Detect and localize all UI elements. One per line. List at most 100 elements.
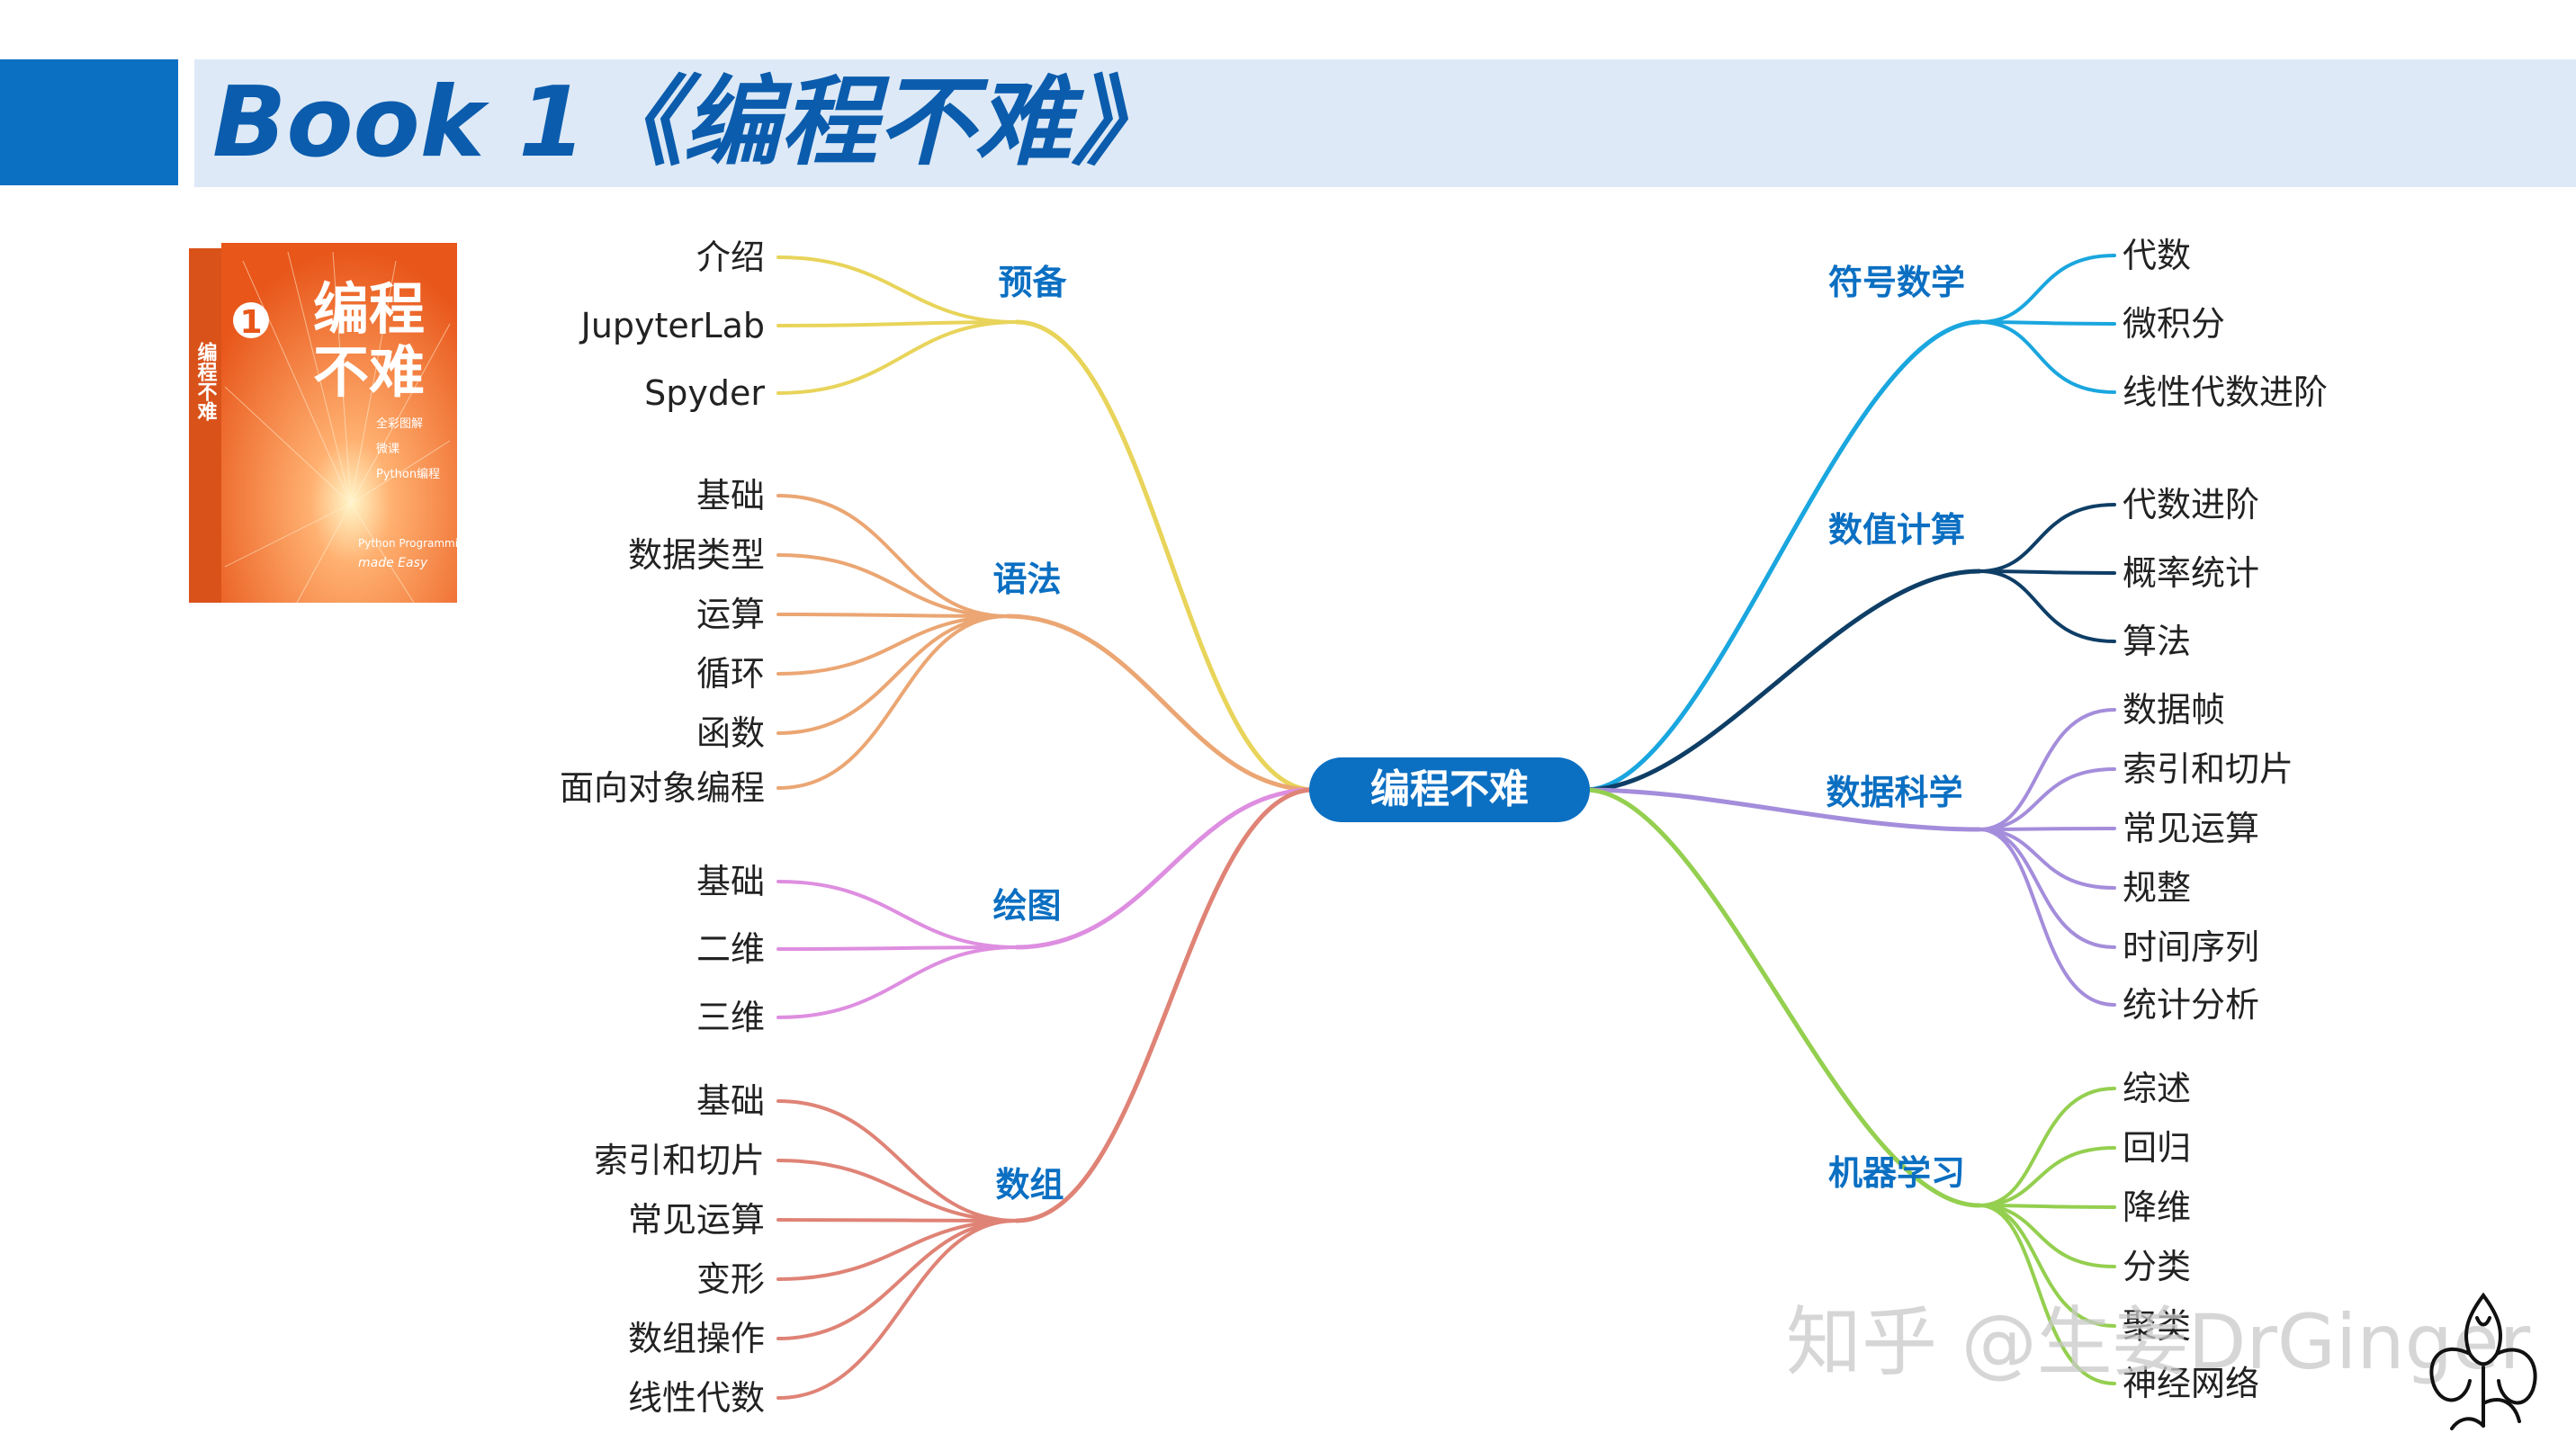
branch-label-machine-learning: 机器学习 (1827, 1153, 1965, 1193)
leaf-connector (1978, 1146, 2116, 1207)
leaf-connector (776, 1218, 1019, 1223)
leaf-plot-3d: 三维 (696, 998, 765, 1037)
book-cover-image: 1 编程 不难 编程不难 全彩图解 微课 Python编程 Python Pro… (189, 243, 457, 603)
branch-label-symbolic-math: 符号数学 (1827, 263, 1965, 302)
leaf-connector (1978, 320, 2116, 326)
leaf-ml-clustering: 聚类 (2123, 1306, 2192, 1346)
branch-label-syntax: 语法 (992, 560, 1062, 599)
leaf-connector (1978, 503, 2116, 573)
leaf-sym-algebra: 代数 (2123, 236, 2192, 275)
leaf-connector (776, 553, 1010, 618)
leaf-ds-statistical-analysis: 统计分析 (2123, 985, 2260, 1025)
branch-label-plotting: 绘图 (992, 886, 1062, 926)
leaf-sym-calculus: 微积分 (2123, 304, 2226, 344)
leaf-ml-classification: 分类 (2123, 1247, 2192, 1286)
leaf-syntax-loops: 循环 (696, 654, 765, 694)
branch-connector (1014, 787, 1316, 950)
leaf-syntax-data-types: 数据类型 (627, 535, 765, 575)
branch-connector (1583, 319, 1982, 793)
leaf-syntax-operations: 运算 (696, 595, 765, 634)
branch-connector (1014, 319, 1316, 793)
leaf-connector (1978, 1204, 2116, 1328)
cover-title-line2: 不难 (313, 339, 425, 405)
branch-label-arrays: 数组 (995, 1165, 1064, 1205)
leaf-plot-basics: 基础 (696, 862, 765, 901)
leaf-connector (1978, 1204, 2116, 1209)
title-bar (194, 59, 2576, 187)
leaf-connector (1978, 1204, 2116, 1385)
leaf-prep-spyder: Spyder (644, 373, 765, 413)
leaf-connector (776, 255, 1019, 324)
branch-connector (1583, 569, 1982, 793)
leaf-connector (776, 945, 1019, 951)
cover-spine-text: 编程不难 (194, 341, 219, 422)
leaf-syntax-functions: 函数 (696, 713, 765, 753)
leaf-connector (1978, 1087, 2116, 1207)
leaf-connector (1978, 320, 2116, 394)
cover-feature-2: 微课 (376, 443, 399, 456)
leaf-connector (1978, 254, 2116, 324)
leaf-connector (776, 1219, 1019, 1281)
leaf-ds-common-ops: 常见运算 (2123, 809, 2260, 848)
leaf-connector (1978, 828, 2116, 949)
page-title: Book 1《编程不难》 (212, 67, 1170, 179)
leaf-num-algorithms: 算法 (2123, 622, 2192, 661)
leaf-connector (776, 320, 1019, 327)
leaf-connector (1978, 828, 2116, 890)
title-accent-block (0, 59, 178, 185)
leaf-array-manipulation: 数组操作 (627, 1319, 765, 1358)
branch-connector (1583, 787, 1982, 832)
branch-connector (1014, 787, 1316, 1223)
leaf-num-probability-statistics: 概率统计 (2123, 553, 2260, 593)
cover-number: 1 (239, 304, 262, 341)
leaf-ml-neural-networks: 神经网络 (2123, 1364, 2260, 1403)
leaf-connector (776, 1219, 1019, 1400)
leaf-connector (776, 1219, 1019, 1340)
leaf-connector (776, 614, 1010, 676)
cover-brand-text: made Easy (358, 556, 428, 570)
leaf-ml-regression: 回归 (2123, 1128, 2192, 1168)
leaf-connector (776, 320, 1019, 395)
iris-logo-icon (2429, 1292, 2537, 1430)
leaf-connector (776, 614, 1010, 735)
branch-connector (1583, 787, 1982, 1208)
leaf-ds-dataframe: 数据帧 (2123, 690, 2226, 730)
cover-subtitle-en: Python Programming (358, 537, 457, 550)
leaf-ml-overview: 综述 (2123, 1069, 2192, 1108)
leaf-prep-intro: 介绍 (696, 237, 765, 277)
watermark: 知乎 @生姜DrGinger (1786, 1298, 2531, 1386)
leaf-array-common-ops: 常见运算 (627, 1200, 765, 1240)
leaf-connector (776, 494, 1010, 618)
leaf-connector (776, 1159, 1019, 1223)
leaf-array-basics: 基础 (696, 1081, 765, 1121)
cover-title-line1: 编程 (313, 276, 425, 342)
leaf-connector (1978, 767, 2116, 831)
leaf-array-linear-algebra: 线性代数 (627, 1378, 765, 1418)
leaf-syntax-oop: 面向对象编程 (559, 768, 765, 808)
leaf-connector (776, 613, 1010, 618)
branch-label-numerical-computing: 数值计算 (1827, 510, 1965, 550)
branch-label-prep: 预备 (998, 263, 1067, 302)
cover-feature-3: Python编程 (376, 468, 440, 481)
leaf-prep-jupyterlab: JupyterLab (580, 306, 765, 345)
leaf-connector (1978, 569, 2116, 643)
leaf-ds-tidying: 规整 (2123, 868, 2192, 908)
branch-connector (1005, 614, 1316, 793)
leaf-connector (776, 945, 1019, 1019)
leaf-ml-dimensionality-reduction: 降维 (2123, 1187, 2192, 1227)
leaf-num-advanced-algebra: 代数进阶 (2123, 485, 2260, 524)
leaf-connector (1978, 828, 2116, 1007)
leaf-connector (1978, 708, 2116, 831)
cover-feature-1: 全彩图解 (376, 416, 423, 431)
leaf-array-indexing-slicing: 索引和切片 (593, 1141, 765, 1180)
leaf-ds-time-series: 时间序列 (2123, 927, 2260, 967)
leaf-connector (776, 880, 1019, 949)
leaf-array-reshape: 变形 (696, 1259, 765, 1299)
leaf-connector (776, 1099, 1019, 1223)
center-topic: 编程不难 (1309, 757, 1590, 822)
leaf-connector (776, 614, 1010, 790)
branch-label-data-science: 数据科学 (1826, 773, 1963, 812)
leaf-syntax-basics: 基础 (696, 476, 765, 515)
leaf-ds-indexing-slicing: 索引和切片 (2123, 749, 2294, 789)
